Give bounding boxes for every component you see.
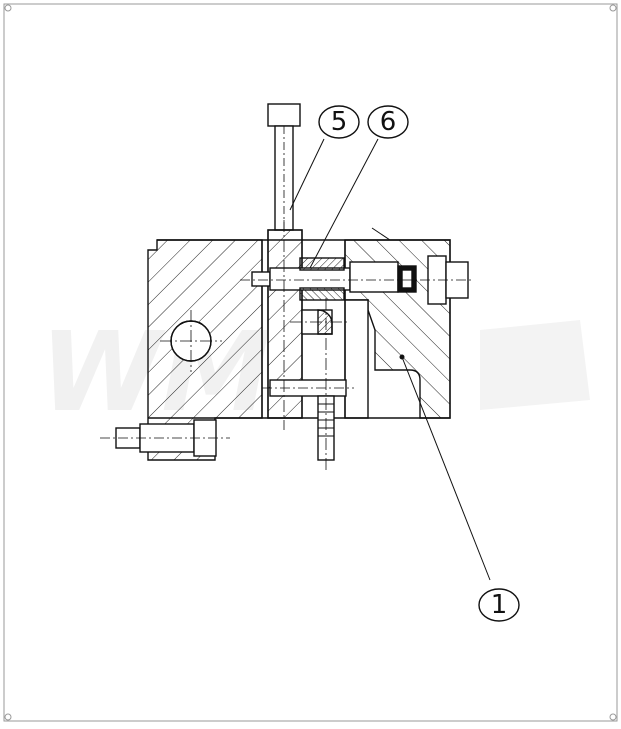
center-lines	[160, 220, 350, 470]
callout-5-label: 5	[331, 107, 348, 137]
gear-shaft	[262, 309, 354, 461]
sheet-frame	[3, 3, 618, 722]
callout-5: 5	[318, 105, 360, 139]
side-screw	[100, 419, 230, 457]
cross-pin-assembly	[240, 227, 472, 305]
callout-1-label: 1	[491, 590, 508, 620]
callout-6: 6	[367, 105, 409, 139]
leader-lines	[289, 138, 491, 581]
callout-6-label: 6	[380, 107, 397, 137]
callout-1: 1	[478, 588, 520, 622]
vertical-plunger	[267, 103, 303, 419]
